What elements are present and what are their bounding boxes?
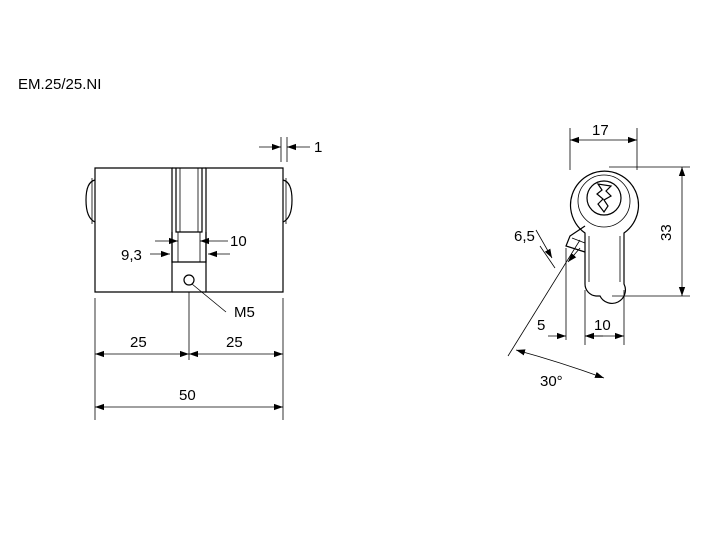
dim-left-25: 25	[130, 334, 147, 351]
dim-bottom-10: 10	[594, 317, 611, 334]
thread-label-m5: M5	[234, 304, 255, 321]
product-code: EM.25/25.NI	[18, 76, 101, 93]
front-view: 1 10 9,3 M5 25 25 50	[85, 137, 322, 420]
cylinder-body	[85, 167, 293, 293]
screw-hole	[183, 274, 195, 286]
dim-width-17: 17	[592, 122, 609, 139]
dim-offset-5: 5	[537, 317, 545, 334]
dim-offset-1: 1	[314, 139, 322, 156]
dim-height-33: 33	[658, 224, 675, 241]
dim-right-25: 25	[226, 334, 243, 351]
dim-cam-depth-9-3: 9,3	[121, 247, 142, 264]
dim-cam-width-10: 10	[230, 233, 247, 250]
dim-total-50: 50	[179, 387, 196, 404]
dim-angle-30: 30°	[540, 373, 563, 390]
side-view: 17 33 6,5 5 10 30°	[507, 122, 690, 390]
dim-cam-6-5: 6,5	[514, 228, 535, 245]
cylinder-profile	[565, 170, 640, 305]
